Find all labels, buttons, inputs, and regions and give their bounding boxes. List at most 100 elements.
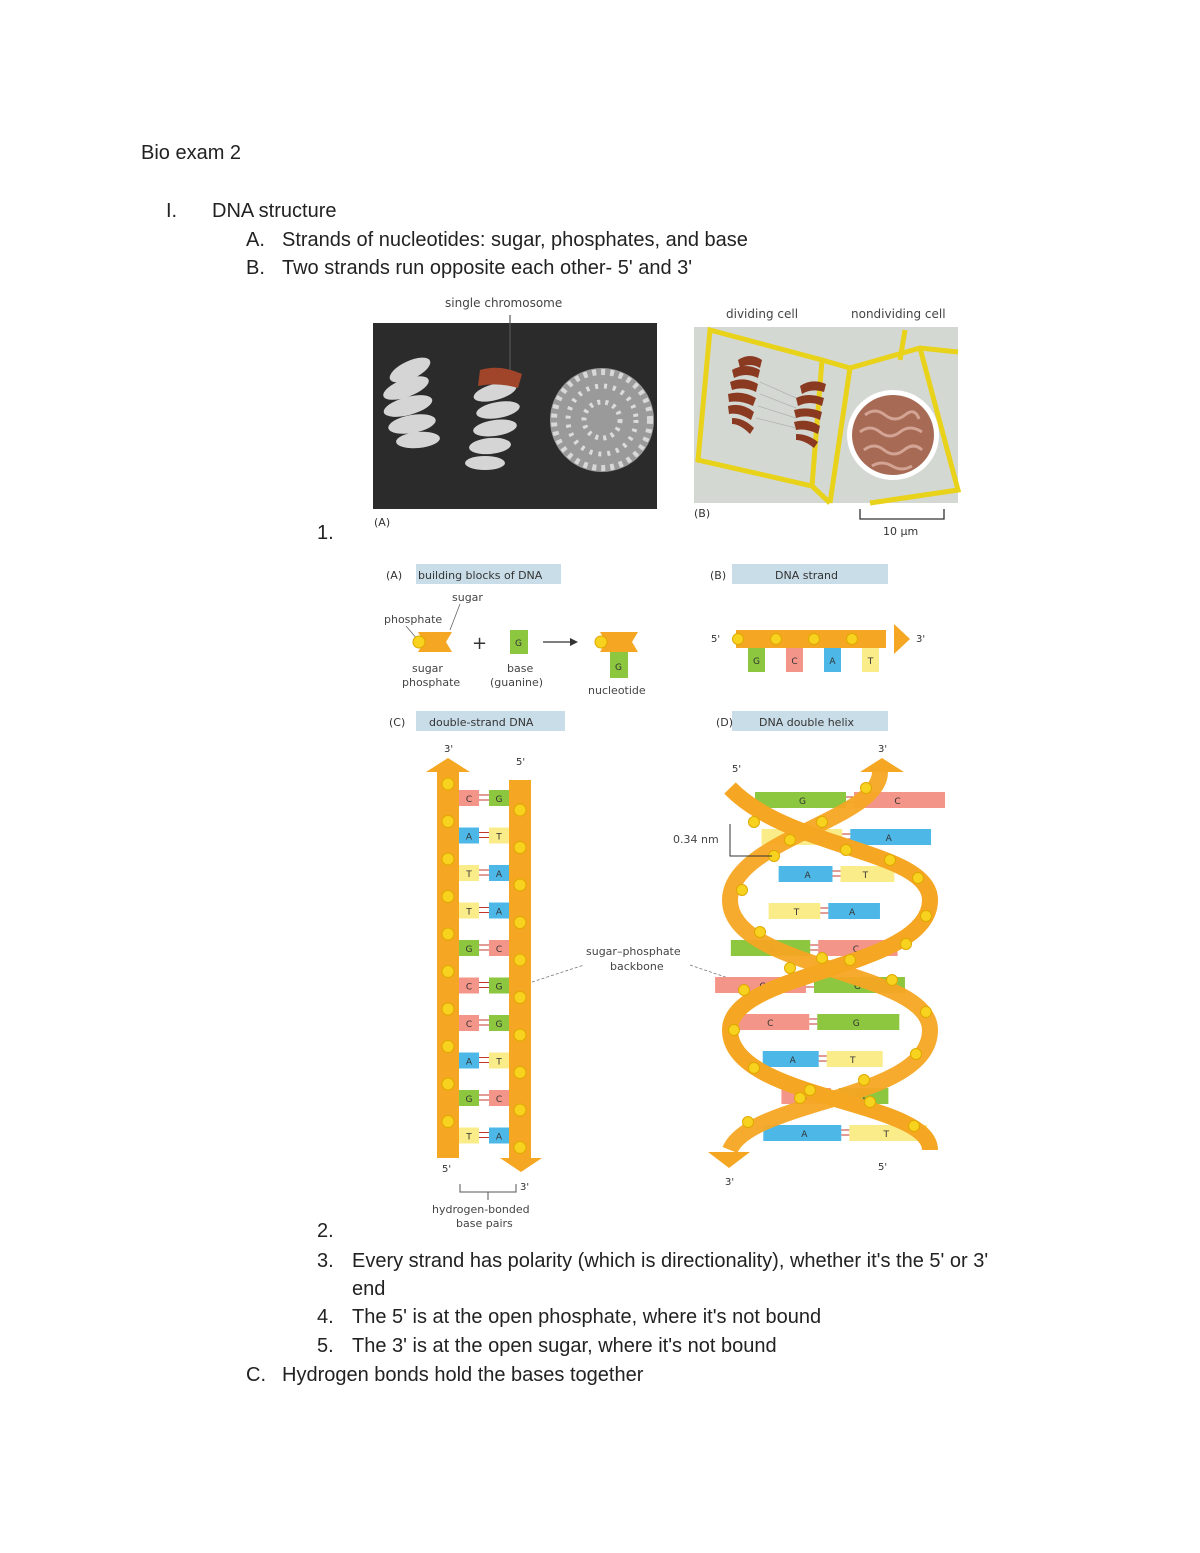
phosphate-dot bbox=[840, 844, 852, 856]
base-letter: G bbox=[466, 1095, 473, 1105]
outline-item: Two strands run opposite each other- 5' … bbox=[282, 257, 693, 279]
strand-end-label: 5' bbox=[878, 1162, 887, 1173]
base-letter: G bbox=[515, 639, 522, 649]
phosphate-label: phosphate bbox=[384, 613, 442, 626]
base-left bbox=[459, 1015, 479, 1031]
phosphate-dot bbox=[441, 1040, 455, 1053]
base-left bbox=[459, 940, 479, 956]
base-left bbox=[459, 1090, 479, 1106]
phosphate-dot bbox=[846, 633, 858, 645]
base-letter: G bbox=[496, 795, 503, 805]
base-right bbox=[489, 865, 509, 881]
base-letter: C bbox=[466, 983, 472, 993]
panel-title: double-strand DNA bbox=[429, 716, 534, 729]
phosphate-dot bbox=[513, 1028, 527, 1042]
phosphate-dot bbox=[754, 926, 766, 938]
sugar-phosphate-label: sugar bbox=[412, 662, 443, 675]
helix-base-left bbox=[778, 866, 833, 882]
helix-base-right bbox=[817, 1014, 900, 1030]
dividing-cell-label: dividing cell bbox=[726, 307, 798, 321]
base-letter: C bbox=[496, 945, 502, 955]
base-letter: A bbox=[496, 908, 503, 918]
helix-arrowhead-top bbox=[860, 758, 904, 772]
base-left bbox=[459, 827, 479, 844]
outline-marker: I. bbox=[166, 200, 178, 222]
guanine-base bbox=[510, 630, 528, 654]
dna-structure-figure: (A) building blocks of DNA (B) DNA stran… bbox=[384, 564, 945, 1230]
highlighted-chromosome bbox=[478, 367, 522, 388]
sugar-phosphate-label: phosphate bbox=[402, 676, 460, 689]
sugar-label: sugar bbox=[452, 591, 483, 604]
helix-arrowhead-bottom bbox=[708, 1152, 750, 1168]
base-letter: A bbox=[801, 1130, 808, 1140]
strand-end-label: 5' bbox=[732, 764, 741, 775]
base-letter: A bbox=[496, 870, 503, 880]
phosphate-dot bbox=[784, 962, 796, 974]
base-pair-bracket bbox=[459, 1184, 517, 1193]
panel-header bbox=[732, 711, 888, 731]
callout-line bbox=[689, 964, 735, 981]
phosphate-dot bbox=[816, 816, 828, 828]
base-letter: G bbox=[496, 1020, 503, 1030]
panel-label: (B) bbox=[710, 569, 726, 582]
outline-marker: C. bbox=[246, 1364, 266, 1386]
document-title: Bio exam 2 bbox=[141, 142, 242, 164]
base-label: base bbox=[507, 662, 533, 675]
base-letter: T bbox=[849, 1056, 856, 1066]
base-letter: C bbox=[466, 795, 472, 805]
spindle-fibers bbox=[755, 381, 797, 429]
phosphate-dot bbox=[858, 1074, 870, 1086]
ladder-arrowhead-top bbox=[426, 758, 470, 772]
base-letter: G bbox=[853, 1019, 860, 1029]
base-letter: T bbox=[465, 908, 472, 918]
phosphate-dot bbox=[732, 633, 744, 645]
phosphate-dot bbox=[912, 872, 924, 884]
base-letter: C bbox=[853, 945, 859, 955]
phosphate-dot bbox=[441, 777, 455, 791]
outline-item: Hydrogen bonds hold the bases together bbox=[282, 1364, 644, 1386]
phosphate-dot bbox=[412, 635, 426, 649]
phosphate-dot bbox=[513, 916, 527, 929]
scale-bar bbox=[859, 509, 945, 520]
phosphate-dot bbox=[738, 984, 750, 996]
strand-end-label: 3' bbox=[444, 744, 453, 755]
outline-marker: 5. bbox=[317, 1335, 334, 1357]
base-letter: C bbox=[894, 797, 900, 807]
outline-marker: B. bbox=[246, 257, 265, 279]
base-letter: T bbox=[495, 1058, 502, 1068]
strand-arrowhead bbox=[894, 624, 910, 654]
phosphate-dot bbox=[441, 890, 455, 903]
phosphate-dot bbox=[808, 633, 820, 645]
base-right bbox=[489, 1127, 509, 1144]
rise-label: 0.34 nm bbox=[673, 833, 719, 846]
phosphate-dot bbox=[900, 938, 912, 950]
base-letter: A bbox=[790, 1056, 797, 1066]
strand-end-label: 3' bbox=[916, 634, 925, 645]
phosphate-dot bbox=[860, 782, 872, 794]
base-letter: G bbox=[799, 797, 806, 807]
plus-sign: + bbox=[472, 633, 487, 654]
outline-marker: 3. bbox=[317, 1250, 334, 1272]
interphase-nucleus bbox=[550, 368, 654, 472]
strand-base bbox=[748, 648, 765, 672]
dividing-chromosomes bbox=[728, 356, 826, 448]
helix-base-left bbox=[755, 792, 846, 808]
phosphate-dot bbox=[728, 1024, 740, 1036]
panel-header bbox=[416, 711, 565, 731]
base-left bbox=[459, 1052, 479, 1069]
panel-label: (C) bbox=[389, 716, 405, 729]
panel-label: (B) bbox=[694, 507, 710, 520]
phosphate-dot bbox=[441, 927, 455, 941]
base-left bbox=[459, 977, 479, 994]
strand-end-label: 5' bbox=[711, 634, 720, 645]
helix-base-left bbox=[727, 1014, 810, 1030]
phosphate-dot bbox=[513, 953, 527, 967]
backbone-label: sugar–phosphate bbox=[586, 945, 681, 958]
base-label: (guanine) bbox=[490, 676, 543, 689]
base-letter: G bbox=[858, 1093, 865, 1103]
outline-item: The 5' is at the open phosphate, where i… bbox=[352, 1306, 822, 1328]
base-left bbox=[459, 1127, 479, 1144]
base-letter: A bbox=[466, 833, 473, 843]
chromosome-figure: single chromosome (A) dividing cell nond… bbox=[373, 296, 962, 538]
outline-marker: 4. bbox=[317, 1306, 334, 1328]
